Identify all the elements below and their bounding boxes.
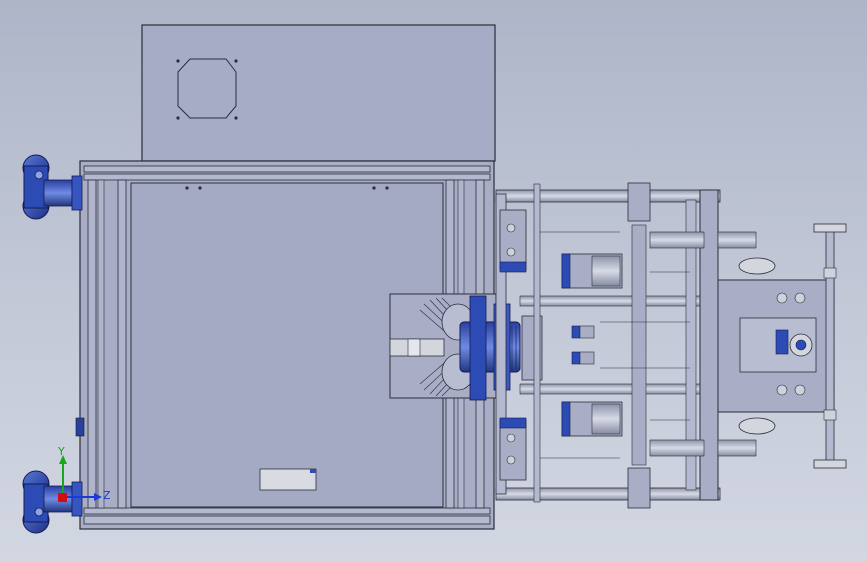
- right-mechanism: [495, 182, 847, 509]
- z-axis-label: Z: [103, 489, 111, 502]
- name-plate: [259, 468, 317, 491]
- caster-wheel-top: [22, 154, 83, 220]
- top-enclosure: [141, 24, 496, 162]
- main-frame: [75, 160, 495, 530]
- coordinate-triad: Y Z: [57, 445, 111, 502]
- vent-opening: [177, 58, 237, 119]
- y-axis-label: Y: [57, 445, 65, 458]
- caster-wheel-bottom: [22, 470, 83, 534]
- central-hub: [389, 293, 543, 401]
